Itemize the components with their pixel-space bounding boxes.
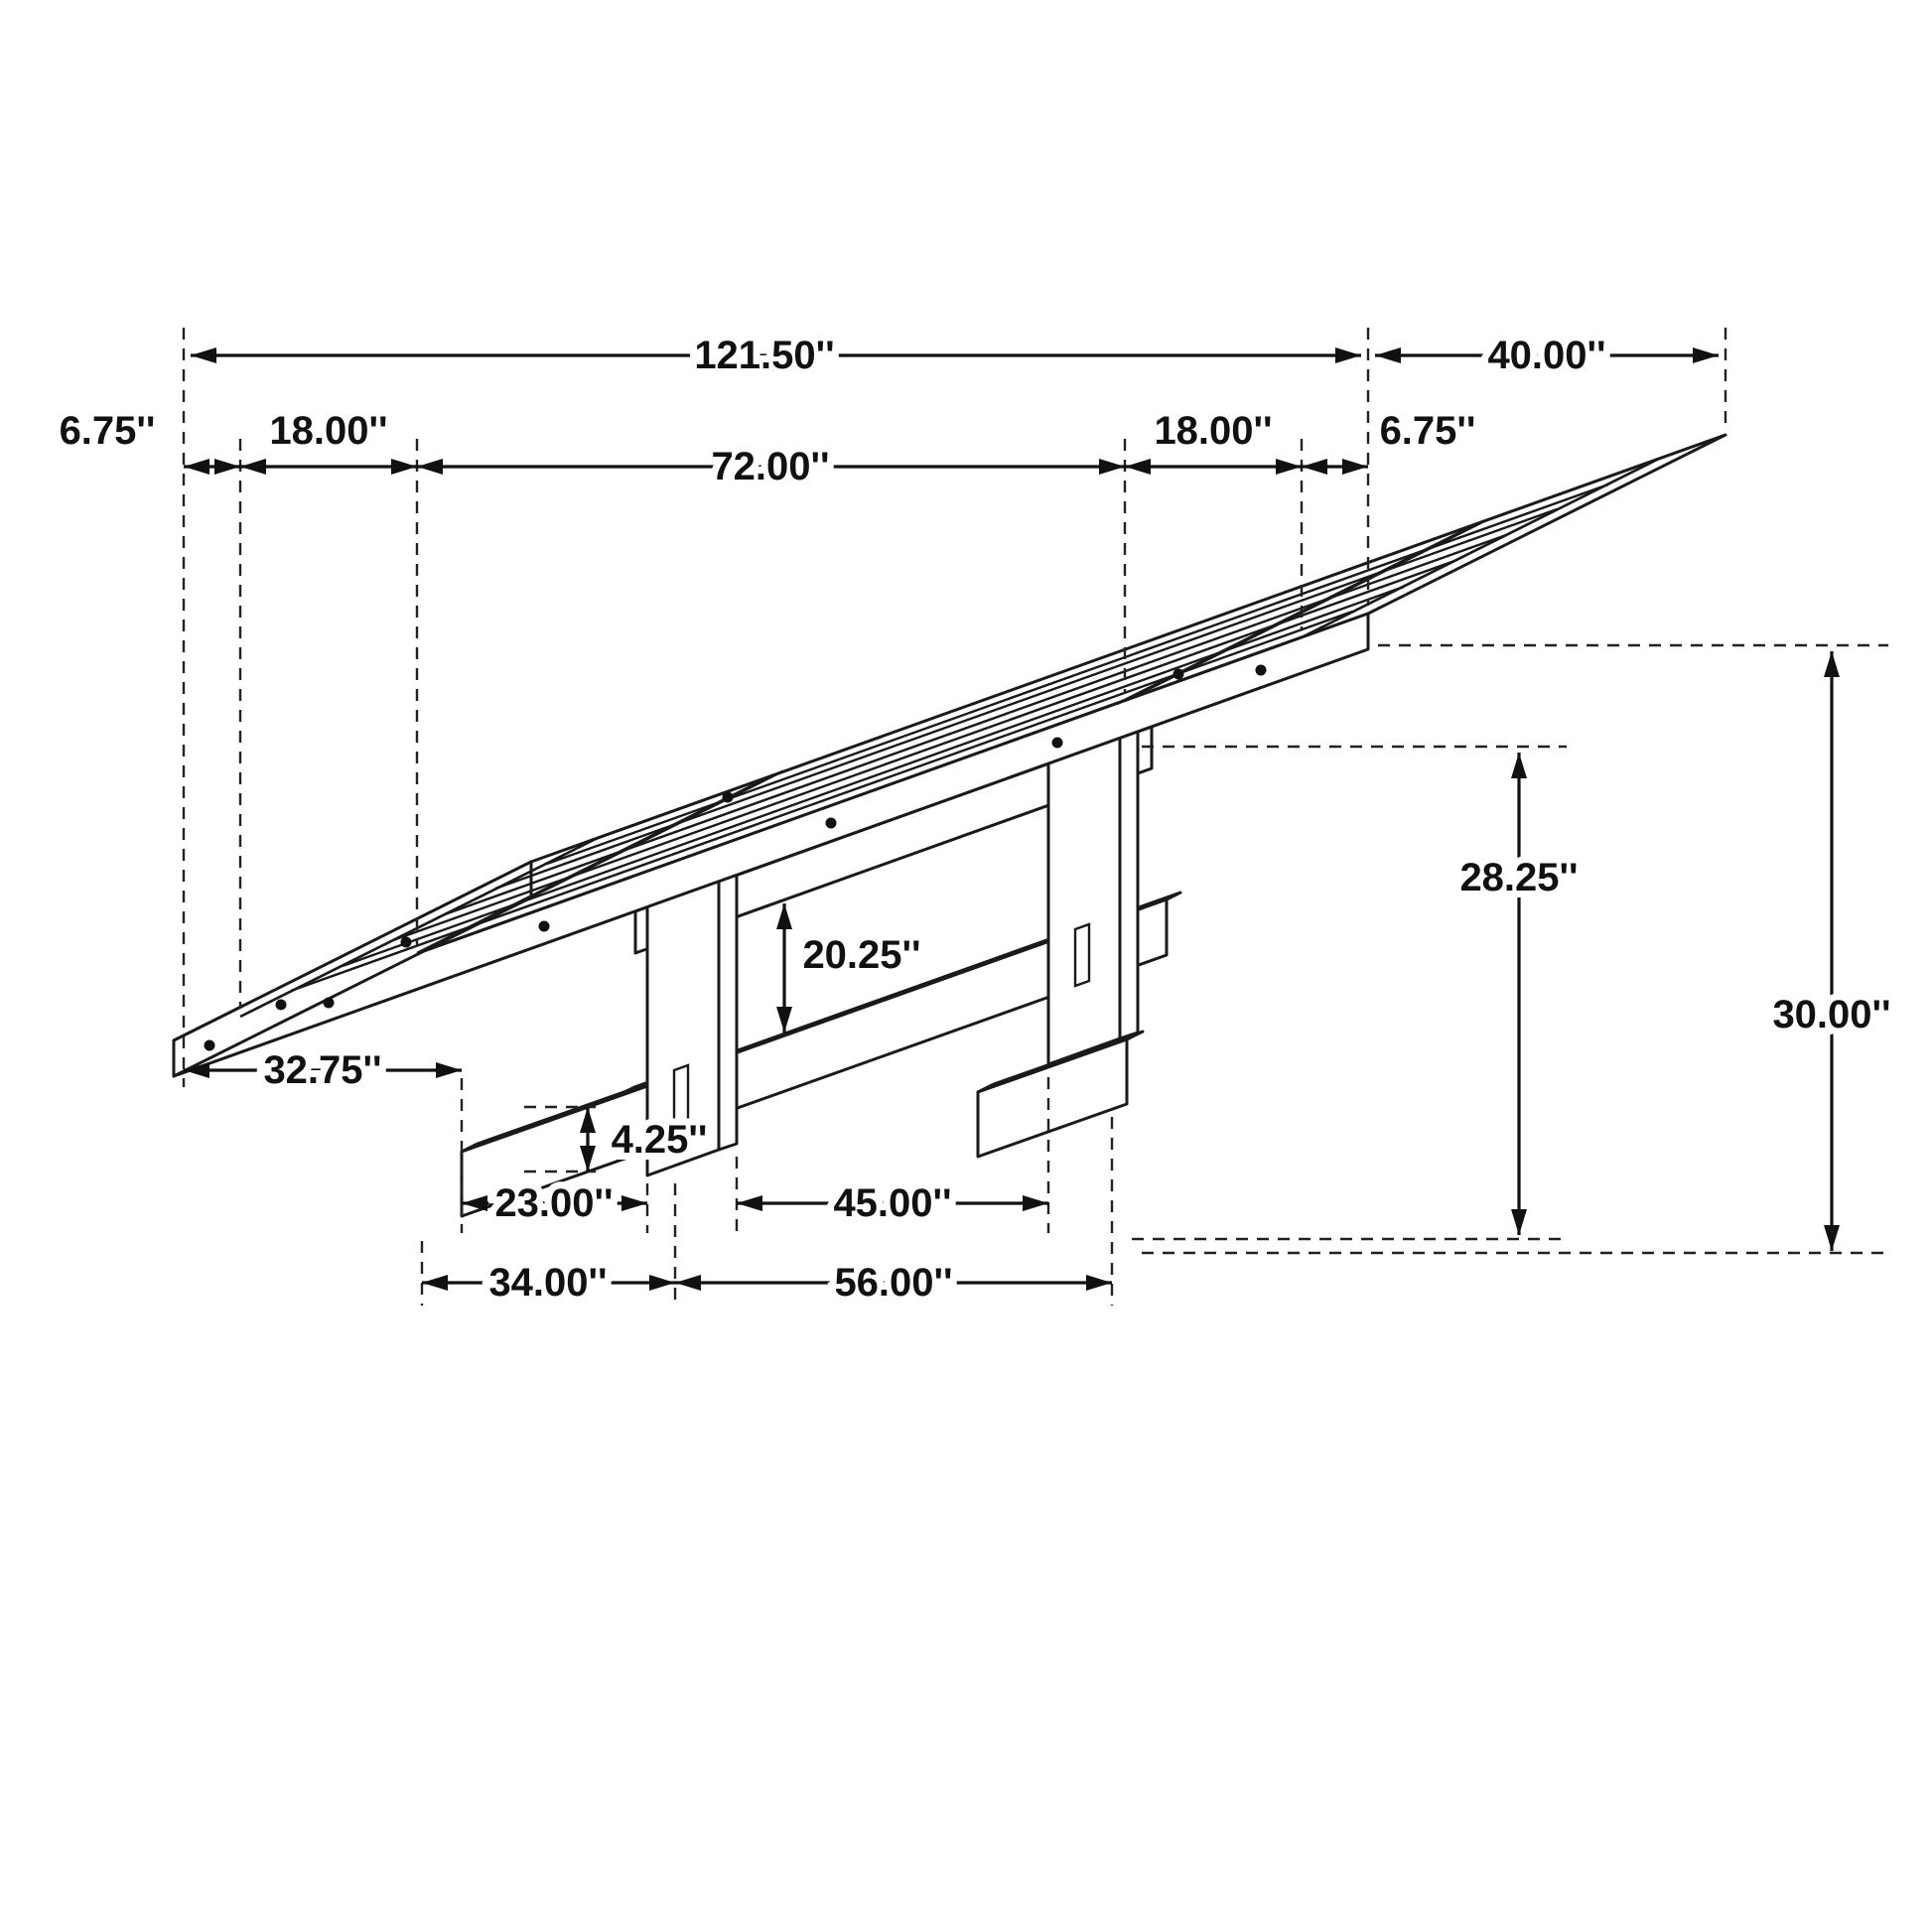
dim-left-leaf: 18.00'' [240, 402, 417, 475]
plank-line [494, 507, 1558, 891]
dim-label-height: 30.00'' [1772, 993, 1890, 1036]
leaf-seam-right-2 [1116, 523, 1475, 706]
right-leg-mortise-slot [1073, 922, 1091, 988]
screw-dot [538, 920, 550, 932]
screw-dot [1255, 664, 1267, 676]
dim-left-end-cap: 6.75'' [53, 402, 240, 475]
plank-line [342, 585, 1405, 968]
leaf-seam-left-2 [424, 769, 783, 952]
dim-leg-height: 28.25'' [1452, 753, 1586, 1235]
screw-dot [1051, 737, 1063, 749]
dim-label-base-span-left: 34.00'' [488, 1261, 607, 1305]
extension-lines [182, 328, 1888, 1306]
right-foot-beam [976, 1037, 1129, 1159]
plank-line [392, 559, 1455, 942]
dim-foot-height: 4.25'' [580, 1107, 714, 1172]
dim-height: 30.00'' [1765, 651, 1898, 1251]
screw-dot [722, 791, 734, 803]
screw-dot [825, 817, 837, 829]
dim-label-foot-height: 4.25'' [612, 1118, 708, 1162]
dim-center-section: 72.00'' [417, 438, 1125, 495]
dim-foot-length: 23.00'' [462, 1174, 647, 1232]
dimensions: 121.50'' 40.00'' 6.75'' 18.00'' 72.00'' … [53, 327, 1898, 1311]
dim-right-leaf: 18.00'' [1125, 402, 1302, 475]
left-leg-post-side [717, 852, 739, 1152]
plank-line [444, 533, 1507, 916]
screw-dot [323, 997, 335, 1009]
dim-label-left-leaf: 18.00'' [269, 409, 387, 453]
table-base [460, 712, 1182, 1218]
dim-label-center-section: 72.00'' [711, 445, 829, 488]
end-cap-seam-right [1301, 457, 1660, 639]
dim-width: 40.00'' [1375, 327, 1719, 384]
dim-label-leg-height: 28.25'' [1459, 856, 1578, 899]
left-leg-mortise-slot [672, 1063, 690, 1129]
dim-total-length: 121.50'' [191, 327, 1361, 384]
dim-stretcher-clearance: 20.25'' [776, 903, 928, 1033]
dim-label-stretcher-clearance: 20.25'' [802, 933, 920, 977]
screws [204, 664, 1267, 1051]
dim-base-span-right: 56.00'' [675, 1254, 1112, 1311]
dim-label-width: 40.00'' [1487, 334, 1605, 377]
tabletop-front-edge-band [172, 612, 1370, 1078]
right-leg-post [1046, 712, 1122, 1066]
dim-base-span-left: 34.00'' [422, 1254, 675, 1311]
dim-label-total-length: 121.50'' [694, 334, 834, 377]
right-leg-post-side [1118, 712, 1140, 1040]
dim-label-right-end-cap: 6.75'' [1380, 409, 1476, 453]
dim-label-base-span-right: 56.00'' [834, 1261, 952, 1305]
dim-right-end-cap: 6.75'' [1302, 402, 1482, 475]
tabletop [172, 433, 1727, 1078]
screw-dot [400, 936, 412, 948]
screw-dot [1173, 668, 1184, 680]
dim-stretcher-span: 45.00'' [737, 1174, 1048, 1232]
dim-left-overhang: 32.75'' [184, 1041, 462, 1099]
dim-label-left-overhang: 32.75'' [263, 1048, 381, 1092]
screw-dot [204, 1039, 215, 1051]
dim-label-right-leaf: 18.00'' [1154, 409, 1272, 453]
screw-dot [275, 999, 287, 1011]
dim-label-left-end-cap: 6.75'' [60, 409, 156, 453]
end-cap-seam-left [239, 836, 599, 1019]
dim-label-foot-length: 23.00'' [494, 1181, 613, 1225]
dim-label-stretcher-span: 45.00'' [833, 1181, 951, 1225]
